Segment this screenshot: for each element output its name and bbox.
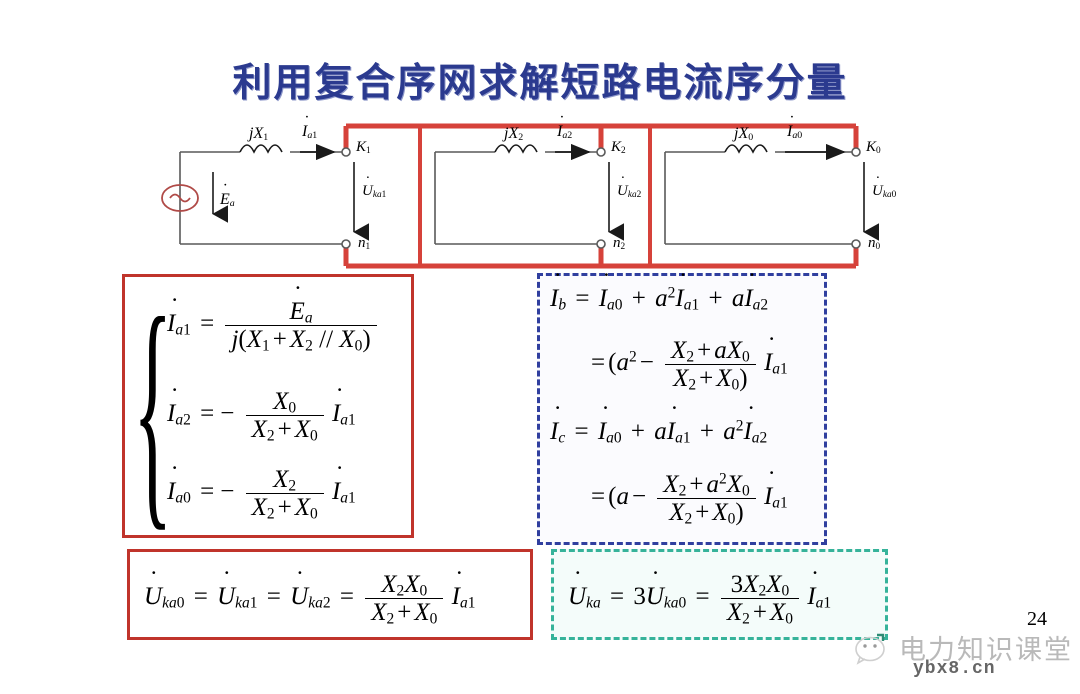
equation-ia1: Ia1 = Ea j(X1+X2 // X0)	[167, 299, 379, 354]
label-node-n2: n2	[613, 235, 626, 253]
total-voltage-box: Uka = 3Uka0 = 3X2X0 X2+X0 Ia1	[551, 549, 888, 640]
equation-ic: Ic = Ia0 + aIa1 + a2Ia2	[550, 418, 767, 445]
equation-ib: Ib = Ia0 + a2Ia1 + aIa2	[550, 285, 768, 312]
node-n1	[341, 239, 351, 249]
sequence-voltages-box: Uka0 = Uka1 = Uka2 = X2X0 X2+X0 Ia1	[127, 549, 533, 640]
equation-ia2: Ia2 =− X0 X2+X0 Ia1	[167, 389, 356, 444]
circuit-svg	[161, 123, 880, 269]
circuit-section-negative	[434, 143, 625, 249]
equation-uka-total: Uka = 3Uka0 = 3X2X0 X2+X0 Ia1	[568, 572, 831, 627]
label-reactance-x2: jX2	[504, 125, 524, 144]
watermark-title: 电力知识课堂	[899, 635, 1073, 665]
label-current-ia1: Ia1	[302, 124, 317, 141]
equation-ia0: Ia0 =− X2 X2+X0 Ia1	[167, 467, 356, 522]
node-n0	[851, 239, 861, 249]
label-reactance-x0: jX0	[734, 125, 754, 144]
node-k0	[851, 147, 861, 157]
wechat-logo-icon	[855, 633, 885, 665]
label-node-k1: K1	[356, 139, 371, 157]
page-title: 利用复合序网求解短路电流序分量	[232, 62, 848, 105]
equation-uka-sequence: Uka0 = Uka1 = Uka2 = X2X0 X2+X0 Ia1	[144, 572, 475, 627]
label-current-ia0: Ia0	[787, 124, 802, 141]
label-node-k2: K2	[611, 139, 626, 157]
ac-source-symbol	[161, 184, 199, 212]
node-k1	[341, 147, 351, 157]
label-reactance-x1: jX1	[249, 125, 269, 144]
equation-group-brace: {	[133, 265, 173, 552]
label-node-k0: K0	[866, 139, 881, 157]
equation-ib-expanded: =(a2− X2+aX0 X2+X0) Ia1	[588, 338, 788, 393]
label-node-n0: n0	[868, 235, 881, 253]
circuit-section-positive	[161, 143, 370, 249]
node-n2	[596, 239, 606, 249]
page-number: 24	[1027, 608, 1047, 630]
node-k2	[596, 147, 606, 157]
circuit-section-zero	[664, 143, 880, 249]
watermark-url: ybx8.cn	[913, 659, 996, 679]
circuit-diagram: jX1 Ia1 K1 n1 Uka1 Ea jX2 Ia2 K2 n2 Uka2…	[150, 118, 910, 273]
label-current-ia2: Ia2	[557, 124, 572, 141]
label-node-n1: n1	[358, 235, 371, 253]
inductor-coil-x2	[494, 144, 538, 154]
phase-currents-box: Ib = Ia0 + a2Ia1 + aIa2 =(a2− X2+aX0 X2+…	[537, 273, 827, 545]
inductor-coil-x1	[239, 144, 283, 154]
watermark: 电力知识课堂 ybx8.cn	[855, 628, 1080, 690]
label-source-emf: Ea	[220, 192, 235, 209]
label-voltage-uka1: Uka1	[362, 184, 386, 200]
label-voltage-uka2: Uka2	[617, 184, 641, 200]
label-voltage-uka0: Uka0	[872, 184, 896, 200]
inductor-coil-x0	[724, 144, 768, 154]
equation-ic-expanded: =(a− X2+a2X0 X2+X0) Ia1	[588, 471, 788, 526]
sequence-currents-box: { Ia1 = Ea j(X1+X2 // X0) Ia2 =− X0 X2+X…	[122, 274, 414, 538]
